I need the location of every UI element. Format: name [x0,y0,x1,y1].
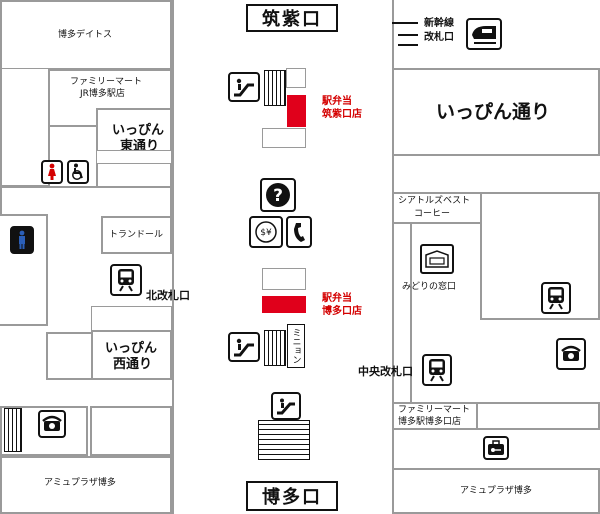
ippin-nishi-label-1: いっぴん [105,341,158,356]
north-gate-label: 北改札口 [146,289,190,302]
central-shop-upper [262,268,306,290]
ippin-dori-block: いっぴん通り [392,68,600,156]
wheelchair-icon [67,160,89,184]
shinkansen-gate-line [392,22,418,24]
north-shop-upper [286,68,306,88]
stairs-central [264,330,286,366]
train-icon-north [110,264,142,296]
trandor-block: トランドール [101,216,172,254]
familymart-hakata-label-1: ファミリーマート [398,405,471,415]
payphone-icon-east [556,338,586,370]
escalator-icon-north [228,72,260,102]
west-wall-upper [0,186,172,216]
svg-text:$¥: $¥ [260,228,272,238]
train-icon-east [541,282,571,314]
familymart-hakata-block: ファミリーマート 博多駅博多口店 [392,402,478,430]
west-side-block [46,332,93,380]
familymart-hakata-label-2: 博多駅博多口店 [398,417,462,427]
hakata-deitos-label: 博多デイトス [58,30,113,40]
familymart-jr-label-2: JR博多駅店 [80,89,125,99]
east-inner-wall [410,224,412,404]
seattles-best-block: シアトルズベスト コーヒー [392,192,482,224]
north-shop-lower [262,128,306,148]
currency-exchange-icon: $¥ [249,216,283,248]
central-gate-label: 中央改札口 [358,365,413,378]
amu-plaza-left-block: アミュプラザ博多 [0,456,172,514]
amu-plaza-left-label: アミュプラザ博多 [44,478,116,488]
west-lower-right-block [90,406,172,456]
toilet-men-area [0,214,48,326]
stairs-left [4,408,22,452]
ippin-nishi-block: いっぴん 西通り [91,330,172,380]
ippin-nishi-label-2: 西通り [113,357,153,372]
ippin-higashi-strip [96,150,172,164]
ekiben-hakata-label-1: 駅弁当 [322,293,352,304]
ekiben-chikushi-store [287,95,306,127]
shinkansen-icon [466,18,502,50]
ekiben-chikushi-label-1: 駅弁当 [322,96,352,107]
stairs-north [264,70,286,106]
hakata-deitos-block: 博多デイトス [0,0,172,70]
stairs-south [258,420,310,460]
concourse-east-wall [392,0,394,514]
ippin-higashi-block: いっぴん 東通り [96,108,172,188]
ekiben-chikushi-label-2: 筑紫口店 [322,109,362,120]
shinkansen-gate-line-2 [398,34,418,36]
ticket-icon [420,244,454,274]
ippin-nishi-strip [91,306,172,332]
train-icon-central [422,354,452,386]
east-right-block [480,192,600,320]
midori-window-label: みどりの窓口 [402,282,457,292]
mini-shop: ミニョン [287,324,305,368]
shinkansen-gate-line-3 [398,44,418,46]
trandor-label: トランドール [109,230,164,240]
familymart-jr-label-1: ファミリーマート [70,77,143,87]
information-icon: ? [260,178,296,212]
toilet-women-icon [41,160,63,184]
escalator-icon-south [271,392,301,420]
ippin-higashi-label-1: いっぴん [112,123,165,138]
svg-text:?: ? [273,186,283,206]
ippin-dori-label: いっぴん通り [436,101,551,123]
amu-plaza-right-block: アミュプラザ博多 [392,468,600,514]
hakata-exit-sign[interactable]: 博多口 [246,481,338,511]
ekiben-hakata-store [262,296,306,313]
ekiben-hakata-label-2: 博多口店 [322,306,362,317]
amu-plaza-right-label: アミュプラザ博多 [460,486,532,496]
escalator-icon-central [228,332,260,362]
shinkansen-gate-label-1: 新幹線 [424,18,454,29]
toilet-men-icon [10,226,34,254]
payphone-icon-left [38,410,66,438]
chikushi-exit-sign[interactable]: 筑紫口 [246,4,338,32]
east-lower-block [476,402,600,430]
west-wall-lower [0,324,48,326]
telephone-icon [286,216,312,248]
coin-locker-icon [483,436,509,460]
concourse-west-wall [172,0,174,514]
seattles-best-label-1: シアトルズベスト [398,196,471,206]
shinkansen-gate-label-2: 改札口 [424,32,454,43]
seattles-best-label-2: コーヒー [414,209,451,219]
